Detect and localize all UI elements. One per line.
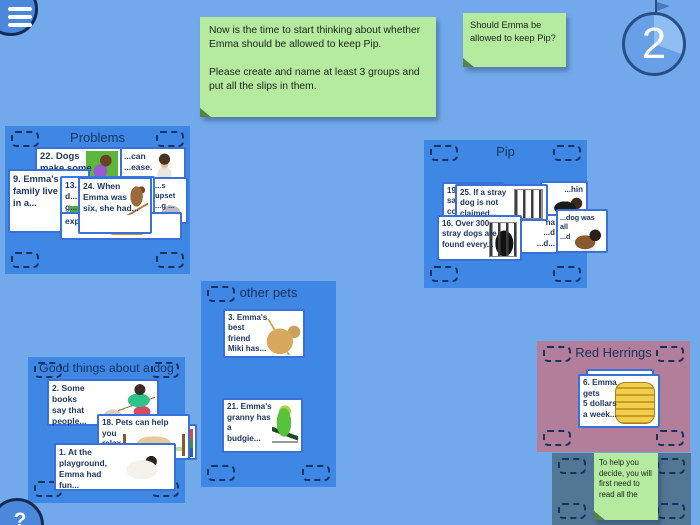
timer-widget[interactable]: 2 [622, 0, 690, 78]
card-text: ...can ...ease. [124, 151, 153, 173]
card-1-playground[interactable]: 1. At the playground, Emma had fun... [54, 443, 176, 491]
question-note[interactable]: Should Emma be allowed to keep Pip? [463, 13, 566, 67]
dashed-corner [11, 131, 39, 147]
dashed-corner [302, 465, 330, 481]
dashed-corner [656, 346, 684, 362]
card-text: ...s upset ...g ... [155, 181, 176, 210]
card-6-emma-gets-5-dollars[interactable]: 6. Emma gets 5 dollars a week... [578, 374, 660, 428]
card-25-stray-dog-not-claimed[interactable]: 25. If a stray dog is not claimed... [455, 184, 548, 221]
group-title[interactable]: Good things about a dog [39, 361, 174, 375]
dog-in-cage-image [489, 222, 517, 257]
dashed-corner [151, 362, 179, 378]
instruction-note[interactable]: Now is the time to start thinking about … [200, 17, 436, 117]
timer-needle [655, 0, 657, 16]
beagle-dog-image [570, 228, 606, 251]
group-red-herrings[interactable]: Red Herrings [537, 341, 690, 452]
group-title[interactable]: Red Herrings [575, 345, 652, 360]
dashed-corner [430, 145, 458, 161]
card-text: 24. When Emma was six, she had... [83, 181, 139, 214]
dashed-corner [34, 362, 62, 378]
card-text: 1. At the playground, Emma had fun... [59, 447, 107, 490]
card-21-granny-budgie[interactable]: 21. Emma's granny has a budgie... [222, 398, 303, 453]
dashed-corner [207, 465, 235, 481]
card-3-emmas-best-friend[interactable]: 3. Emma's best friend Miki has... [223, 309, 305, 358]
dashed-corner [553, 266, 581, 282]
card-dog-was-all[interactable]: ...dog was all ...d [556, 209, 608, 253]
card-16-over-300-stray-dogs[interactable]: 16. Over 300 stray dogs are found every.… [437, 215, 522, 261]
card-text: 25. If a stray dog is not claimed... [460, 188, 507, 218]
dashed-corner [558, 503, 586, 519]
card-text: 13. d... g... [65, 180, 78, 213]
hamster-image [126, 183, 148, 215]
group-title[interactable]: Pip [496, 144, 515, 159]
dashed-corner [430, 266, 458, 282]
cage-bars-image [514, 189, 543, 219]
card-text: 9. Emma's family live in a... [13, 174, 59, 209]
playground-dog-image [118, 452, 170, 486]
dashed-corner [543, 430, 571, 446]
card-text: 3. Emma's best friend Miki has... [228, 313, 268, 354]
card-text: ...dog was all ...d [560, 213, 595, 241]
dashed-corner [156, 252, 184, 268]
dashed-corner [657, 458, 685, 474]
card-text: 21. Emma's granny has a budgie... [227, 402, 272, 443]
gold-coins-image [615, 382, 655, 424]
card-24-when-emma-was-six[interactable]: 24. When Emma was six, she had... [78, 177, 152, 234]
card-text: 6. Emma gets 5 dollars a week... [583, 378, 617, 419]
menu-button[interactable] [0, 0, 38, 36]
group-title[interactable]: Problems [70, 130, 125, 145]
budgie-image [272, 404, 298, 450]
group-title[interactable]: other pets [239, 285, 298, 300]
card-text: ...hin [564, 185, 583, 194]
card-text: 16. Over 300 stray dogs are found every.… [442, 219, 497, 249]
timer-flag-icon [657, 2, 670, 11]
dashed-corner [553, 145, 581, 161]
timer-value: 2 [622, 12, 686, 76]
dashed-corner [656, 430, 684, 446]
dashed-corner [207, 286, 235, 302]
guide-dog-image [257, 319, 301, 355]
dashed-corner [11, 252, 39, 268]
card-text: 2. Some books say that people... [52, 383, 87, 427]
card-text: na ...d ...d... [536, 218, 555, 248]
help-hint-note[interactable]: To help you decide, you will first need … [594, 453, 658, 520]
card-text: 22. Dogs make some [40, 151, 92, 174]
dashed-corner [558, 458, 586, 474]
dashed-corner [543, 346, 571, 362]
dashed-corner [657, 503, 685, 519]
dashed-corner [156, 131, 184, 147]
